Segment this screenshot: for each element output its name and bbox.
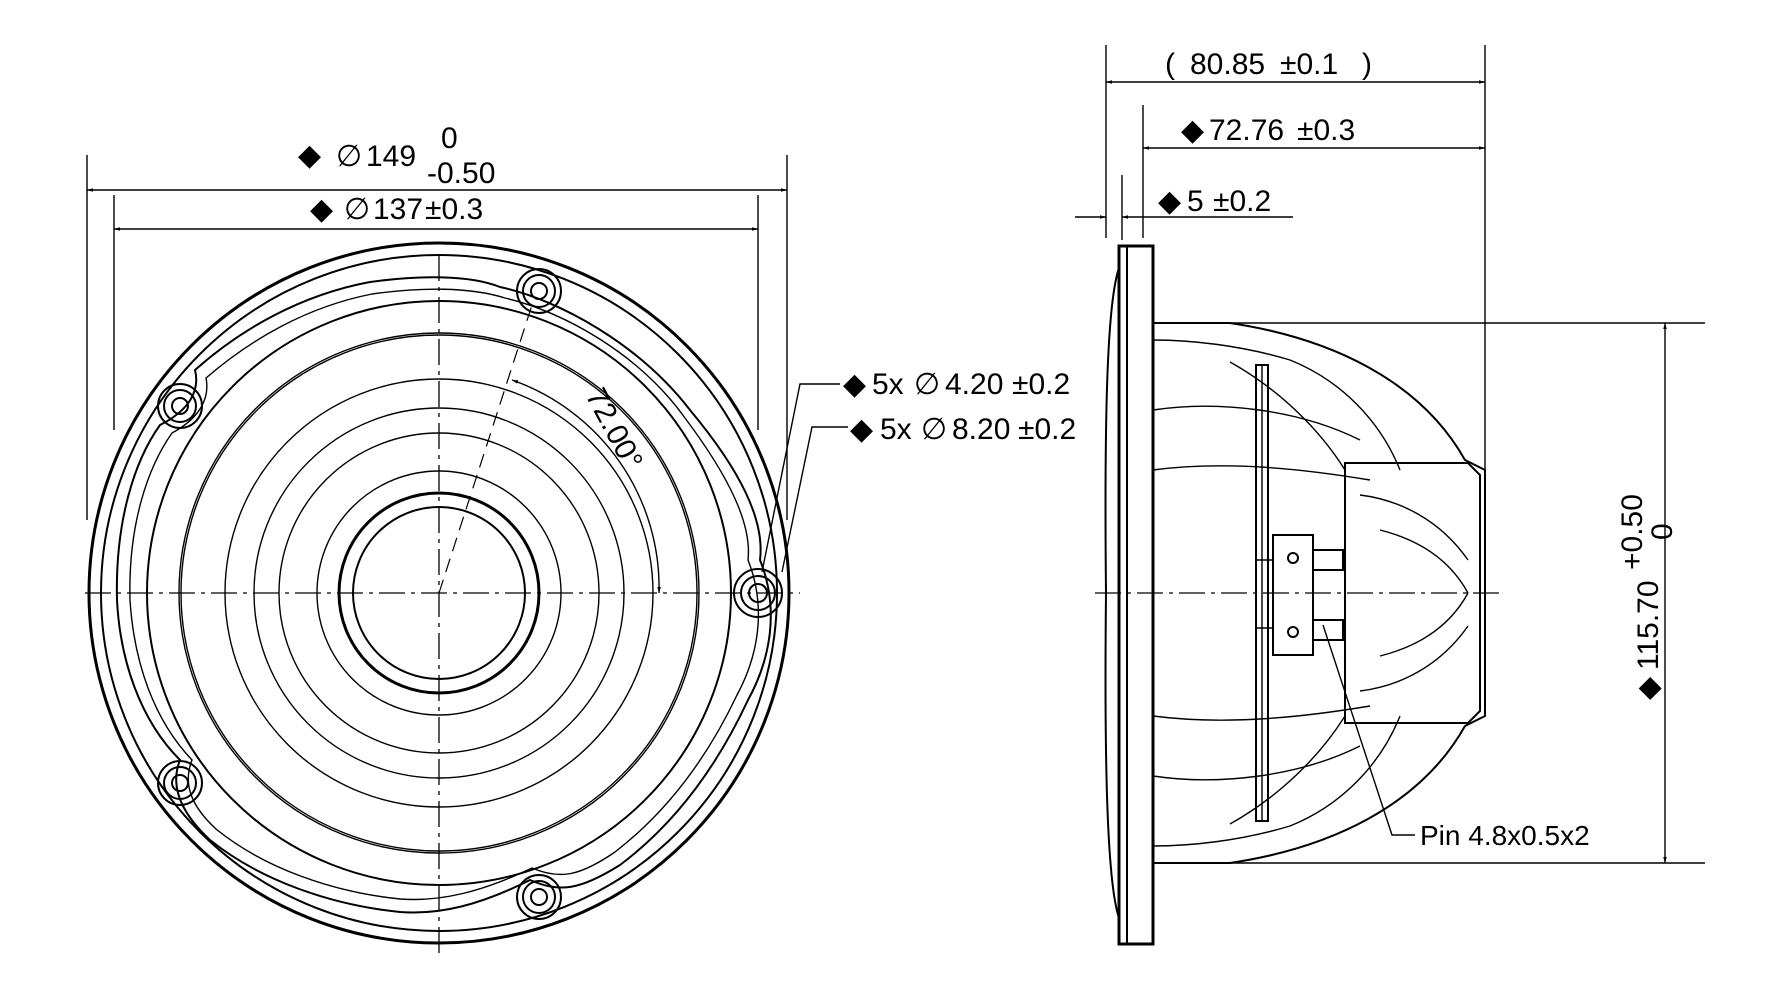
magnet-diameter-symbol: ◆ — [1632, 677, 1665, 700]
dust-cap-outer — [337, 491, 541, 695]
mount-diameter-tol: ±0.3 — [425, 193, 483, 226]
frame-lobed-ring — [115, 276, 772, 914]
outer-diameter-value: 149 — [366, 140, 416, 173]
pin-leader — [1322, 624, 1415, 836]
depth-total-open-paren: ( — [1165, 48, 1175, 81]
hole-large-count: 5x — [880, 413, 912, 446]
mounting-hole — [516, 874, 562, 920]
outer-diameter-phi: ∅ — [336, 140, 362, 173]
pin-upper — [1312, 549, 1344, 571]
mounting-hole — [157, 760, 203, 806]
cone-outer — [224, 378, 654, 808]
side-view: ( 80.85 ±0.1 ) ◆ 72.76 ±0.3 ◆ 5 ±0.2 — [1075, 45, 1705, 946]
outer-diameter-tol-upper: 0 — [441, 122, 458, 155]
terminal-block — [1272, 534, 1314, 656]
depth-mount-symbol: ◆ — [1181, 114, 1204, 147]
mount-diameter-value: 137 — [373, 193, 423, 226]
angle-ray — [438, 304, 533, 594]
magnet-diameter-tol-lower: 0 — [1646, 523, 1679, 540]
surround-outer — [146, 300, 732, 886]
hole-small-tol: ±0.2 — [1012, 368, 1070, 401]
depth-mount-value: 72.76 — [1209, 114, 1284, 147]
outer-diameter-tol-lower: -0.50 — [427, 157, 495, 190]
mount-diameter-symbol: ◆ — [310, 193, 333, 226]
magnet-diameter-value: 115.70 — [1632, 580, 1665, 670]
depth-mount-tol: ±0.3 — [1297, 114, 1355, 147]
flange-plate — [1117, 244, 1155, 946]
mount-diameter-phi: ∅ — [344, 193, 370, 226]
hole-small-value: 4.20 — [945, 368, 1003, 401]
flange-thickness-tol: ±0.2 — [1213, 185, 1271, 218]
hole-large-value: 8.20 — [952, 413, 1010, 446]
dust-cap-inner — [352, 506, 526, 680]
magnet-body — [1344, 462, 1481, 724]
hole-large-leader — [781, 426, 848, 573]
flange-thickness-value: 5 — [1187, 185, 1204, 218]
hole-small-symbol: ◆ — [843, 368, 866, 401]
frame-outer-ring — [87, 241, 791, 945]
hole-large-symbol: ◆ — [850, 413, 873, 446]
front-view: ◆ ∅ 149 0 -0.50 ◆ ∅ 137 ±0.3 — [85, 122, 1076, 955]
hole-small-count: 5x — [872, 368, 904, 401]
mounting-hole — [157, 383, 203, 429]
hole-small-leader — [761, 383, 840, 573]
depth-total-close-paren: ) — [1362, 48, 1372, 81]
pin-label: Pin 4.8x0.5x2 — [1420, 820, 1590, 851]
mounting-hole — [733, 568, 783, 618]
pin-lower — [1312, 619, 1344, 641]
outer-diameter-symbol: ◆ — [298, 139, 321, 172]
magnet-diameter-tol-upper: +0.50 — [1616, 494, 1649, 570]
depth-total-value: 80.85 — [1190, 48, 1265, 81]
hole-large-phi: ∅ — [921, 413, 947, 446]
flange-thickness-symbol: ◆ — [1158, 185, 1181, 218]
mounting-holes — [157, 268, 783, 920]
hole-large-tol: ±0.2 — [1018, 413, 1076, 446]
angle-arc — [511, 379, 661, 594]
depth-total-tol: ±0.1 — [1280, 48, 1338, 81]
hole-small-phi: ∅ — [914, 368, 940, 401]
mounting-hole — [516, 268, 562, 314]
